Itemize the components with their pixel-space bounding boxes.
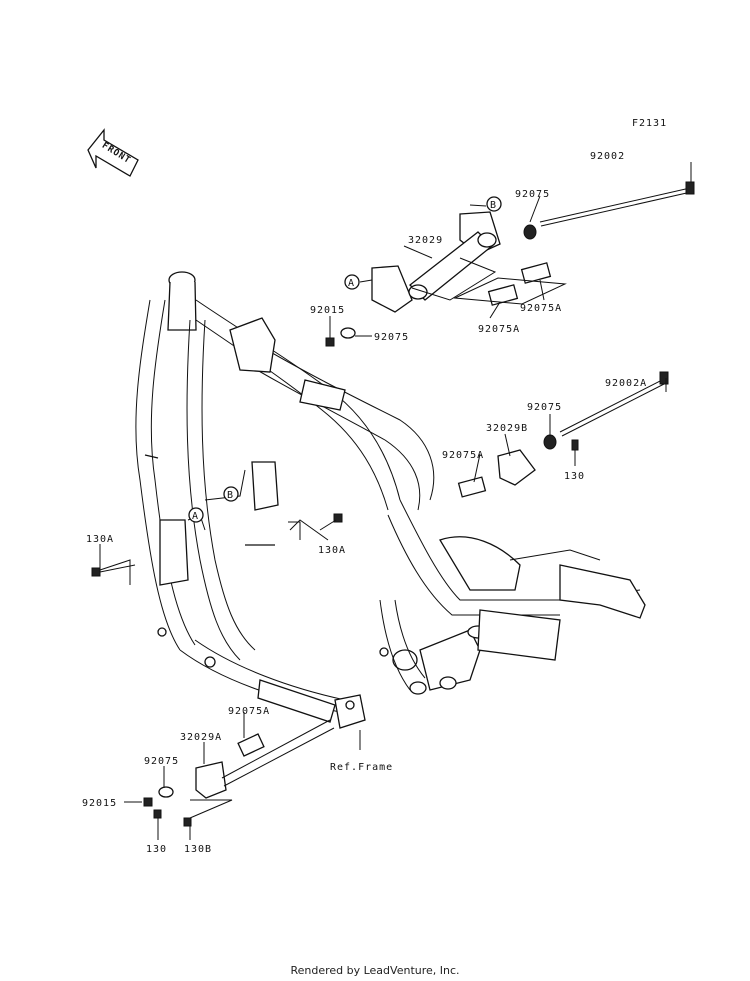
motorcycle-frame — [135, 271, 646, 729]
label-92075A-mid: 92075A — [478, 324, 520, 335]
callout-b-upper: B — [486, 196, 502, 212]
svg-text:B: B — [227, 490, 234, 501]
callout-a-upper: A — [344, 274, 360, 290]
label-130-bottom: 130 — [146, 844, 167, 855]
label-130A-left: 130A — [86, 534, 114, 545]
label-92075-mid: 92075 — [374, 332, 409, 343]
label-92075A-bottom: 92075A — [228, 706, 270, 717]
bolt-92002A — [559, 371, 669, 437]
bolt-130-right — [571, 439, 579, 451]
svg-text:B: B — [490, 200, 497, 211]
svg-text:A: A — [348, 278, 355, 289]
washer-92075-r2 — [543, 434, 557, 450]
label-ref-frame: Ref.Frame — [330, 762, 393, 773]
bolt-130-bottom — [153, 809, 162, 819]
label-130-right: 130 — [564, 471, 585, 482]
label-32029A: 32029A — [180, 732, 222, 743]
label-130B: 130B — [184, 844, 212, 855]
mount-32029B — [497, 449, 536, 486]
nut-92015-bottom — [143, 797, 153, 807]
washer-92075-mid — [340, 327, 356, 339]
front-arrow-icon: FRONT — [87, 128, 139, 177]
label-32029B: 32029B — [486, 423, 528, 434]
mount-32029A — [195, 719, 335, 799]
bolt-130B — [183, 817, 192, 827]
footer-credit: Rendered by LeadVenture, Inc. — [290, 964, 460, 977]
label-92075A-right: 92075A — [520, 303, 562, 314]
label-92015-top: 92015 — [310, 305, 345, 316]
bushing-92075A-r2 — [457, 476, 487, 498]
svg-text:A: A — [192, 511, 199, 522]
callout-a-frame: A — [188, 507, 204, 523]
nut-92015-top — [325, 337, 335, 347]
label-32029: 32029 — [408, 235, 443, 246]
label-92002: 92002 — [590, 151, 625, 162]
callout-b-frame: B — [223, 486, 239, 502]
label-130A-mid: 130A — [318, 545, 346, 556]
bushing-92075A-bottom — [237, 733, 265, 757]
label-92075A-r2: 92075A — [442, 450, 484, 461]
bolt-130A-left — [91, 564, 136, 577]
diagram-code: F2131 — [632, 118, 667, 129]
washer-92075-bottom — [158, 786, 174, 798]
bushing-92075A-mid — [487, 284, 519, 306]
label-92075-r2: 92075 — [527, 402, 562, 413]
label-92075-top: 92075 — [515, 189, 550, 200]
bolt-130A-mid — [319, 513, 343, 531]
leader-lines — [99, 162, 692, 840]
bolt-92002 — [539, 181, 695, 227]
upper-mount-32029 — [371, 211, 501, 313]
washer-92075-top — [523, 224, 537, 240]
label-92015-bottom: 92015 — [82, 798, 117, 809]
bushing-92075A-right — [520, 262, 552, 284]
label-92002A: 92002A — [605, 378, 647, 389]
label-92075-bottom: 92075 — [144, 756, 179, 767]
